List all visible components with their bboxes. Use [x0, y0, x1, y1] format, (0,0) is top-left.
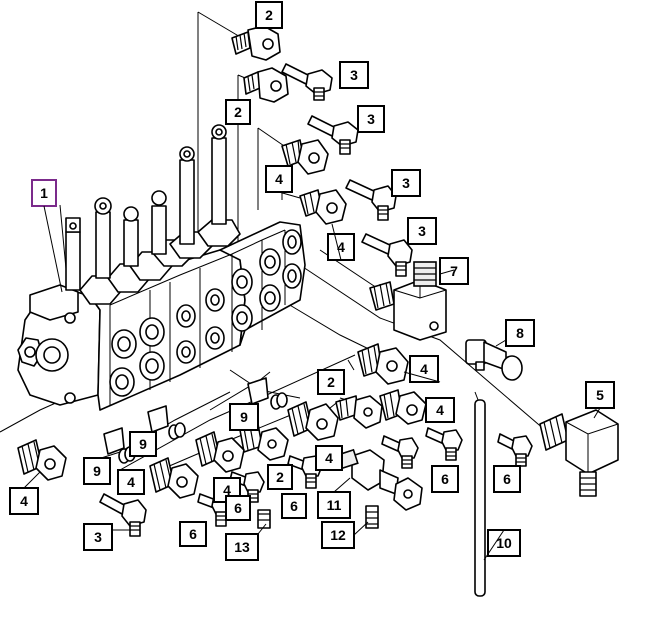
fitting-13 — [257, 509, 271, 529]
callout-10[interactable]: 10 — [487, 529, 521, 557]
valve-ports — [109, 229, 302, 397]
fitting-4-left — [17, 439, 67, 481]
callout-4-e[interactable]: 4 — [315, 445, 343, 471]
valve-8 — [465, 339, 523, 381]
callout-4-a[interactable]: 4 — [265, 165, 293, 193]
svg-text:4: 4 — [325, 450, 333, 466]
callout-9-a[interactable]: 9 — [229, 403, 259, 431]
callout-6-a[interactable]: 6 — [431, 465, 459, 493]
svg-text:7: 7 — [450, 263, 458, 279]
svg-text:4: 4 — [127, 474, 135, 490]
callout-4-g[interactable]: 4 — [117, 469, 145, 495]
fitting-6-mid — [425, 427, 463, 461]
fitting-3-top — [281, 63, 333, 101]
callout-3-d[interactable]: 3 — [407, 217, 437, 245]
fitting-3-third — [345, 179, 397, 221]
svg-text:3: 3 — [94, 529, 102, 545]
callout-8[interactable]: 8 — [505, 319, 535, 347]
fitting-3-second — [307, 115, 359, 155]
svg-text:2: 2 — [327, 374, 335, 390]
fitting-2-mid — [335, 395, 383, 429]
fitting-2-top — [231, 25, 281, 61]
callout-6-b[interactable]: 6 — [493, 465, 521, 493]
svg-text:11: 11 — [327, 497, 342, 513]
svg-text:4: 4 — [223, 482, 231, 498]
svg-text:10: 10 — [496, 535, 512, 551]
fitting-6-right — [497, 433, 533, 467]
fitting-5 — [539, 409, 619, 497]
callout-6-c[interactable]: 6 — [281, 493, 307, 519]
fitting-6-lower2 — [229, 471, 265, 503]
callout-2-d[interactable]: 2 — [267, 464, 293, 490]
nipple-12 — [365, 505, 379, 529]
fitting-4-second — [299, 189, 347, 225]
callout-7[interactable]: 7 — [439, 257, 469, 285]
svg-text:3: 3 — [418, 223, 426, 239]
svg-text:6: 6 — [189, 526, 197, 542]
callout-12[interactable]: 12 — [321, 521, 355, 549]
fitting-4-mid2 — [379, 389, 427, 425]
callout-2-b[interactable]: 2 — [225, 99, 251, 125]
spool-levers — [65, 124, 241, 305]
relief-valve-7 — [369, 261, 447, 341]
callout-6-e[interactable]: 6 — [179, 521, 207, 547]
label-leaders — [23, 191, 601, 561]
callout-4-b[interactable]: 4 — [327, 233, 355, 261]
brackets-9 — [103, 377, 288, 464]
callout-3-c[interactable]: 3 — [391, 169, 421, 197]
svg-text:3: 3 — [402, 175, 410, 191]
svg-text:1: 1 — [40, 185, 48, 201]
svg-text:6: 6 — [290, 498, 298, 514]
fitting-6-mid2 — [381, 435, 419, 469]
fitting-4-mid — [357, 343, 409, 385]
svg-text:6: 6 — [503, 471, 511, 487]
callout-3-e[interactable]: 3 — [83, 523, 113, 551]
callout-5[interactable]: 5 — [585, 381, 615, 409]
callout-11[interactable]: 11 — [317, 491, 351, 519]
tube-10 — [474, 399, 486, 597]
svg-text:9: 9 — [240, 409, 248, 425]
callout-4-d[interactable]: 4 — [425, 397, 455, 423]
control-valve-assembly — [17, 124, 306, 411]
fitting-4-center — [287, 401, 339, 441]
callout-3-b[interactable]: 3 — [357, 105, 385, 133]
tee-fitting-11 — [337, 448, 423, 511]
svg-text:6: 6 — [441, 471, 449, 487]
fitting-3-fourth — [361, 233, 413, 277]
svg-text:4: 4 — [436, 402, 444, 418]
svg-text:9: 9 — [93, 463, 101, 479]
callout-2-c[interactable]: 2 — [317, 369, 345, 395]
svg-text:9: 9 — [139, 436, 147, 452]
svg-text:4: 4 — [275, 171, 283, 187]
callout-1[interactable]: 1 — [31, 179, 57, 207]
svg-text:2: 2 — [234, 104, 242, 120]
svg-text:2: 2 — [276, 469, 284, 485]
callout-6-d[interactable]: 6 — [225, 495, 251, 521]
svg-text:4: 4 — [420, 361, 428, 377]
callout-9-c[interactable]: 9 — [83, 457, 111, 485]
svg-text:4: 4 — [20, 493, 28, 509]
fitting-2-second — [243, 67, 289, 103]
fitting-4-upper — [281, 139, 329, 175]
svg-text:8: 8 — [516, 325, 524, 341]
svg-text:3: 3 — [350, 67, 358, 83]
callout-labels: 1 2 2 2 2 3 3 3 3 3 4 4 4 4 4 4 4 4 4 5 … — [9, 1, 615, 561]
callout-2-a[interactable]: 2 — [255, 1, 283, 29]
svg-text:3: 3 — [367, 111, 375, 127]
callout-9-b[interactable]: 9 — [129, 431, 157, 457]
svg-text:12: 12 — [330, 527, 346, 543]
svg-text:13: 13 — [234, 539, 250, 555]
fitting-4-lower2 — [149, 457, 199, 499]
callout-4-c[interactable]: 4 — [409, 355, 439, 383]
callout-13[interactable]: 13 — [225, 533, 259, 561]
fitting-4-lower — [195, 431, 245, 473]
svg-text:6: 6 — [234, 500, 242, 516]
svg-text:5: 5 — [596, 387, 604, 403]
svg-text:4: 4 — [337, 239, 345, 255]
callout-4-h[interactable]: 4 — [9, 487, 39, 515]
callout-3-a[interactable]: 3 — [339, 61, 369, 89]
fitting-3-lower — [99, 493, 147, 537]
svg-text:2: 2 — [265, 7, 273, 23]
